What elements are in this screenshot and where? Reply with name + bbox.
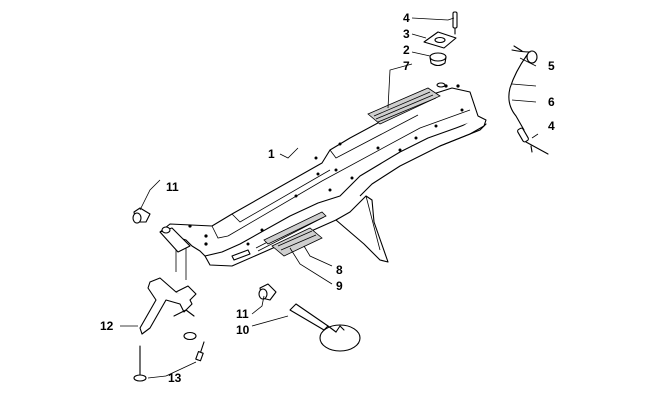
callout-4-top: 4 [403,11,410,25]
fasteners-13 [133,341,205,382]
decal-7 [367,87,441,125]
callout-6: 6 [548,95,555,109]
lanyard-cable [508,45,549,155]
callout-13: 13 [168,371,182,385]
callout-3: 3 [403,27,410,41]
callout-10: 10 [236,323,250,337]
decal-8 [271,227,323,257]
callout-5: 5 [548,59,555,73]
callout-4-right: 4 [548,119,555,133]
callout-1: 1 [268,147,275,161]
callout-8: 8 [336,263,343,277]
callout-12: 12 [100,319,114,333]
tunnel-plate [159,84,487,267]
callout-9: 9 [336,279,343,293]
pin-4-top [452,11,458,35]
bushing-11-top [132,207,151,224]
callout-11-bottom: 11 [236,307,249,321]
callout-2: 2 [403,43,410,57]
callout-labels: 4 3 2 7 5 6 4 1 11 8 9 11 10 12 13 [100,11,555,385]
pull-pin-10 [289,303,361,352]
decal-9 [263,211,327,245]
grommet-2 [429,52,447,67]
bracket-12 [139,277,197,341]
callout-11-top: 11 [166,180,179,194]
callout-7: 7 [403,59,410,73]
hinge-pin [159,226,191,280]
bushing-11-bottom [258,283,277,301]
bracket-3 [423,31,457,49]
leader-lines [120,17,539,379]
